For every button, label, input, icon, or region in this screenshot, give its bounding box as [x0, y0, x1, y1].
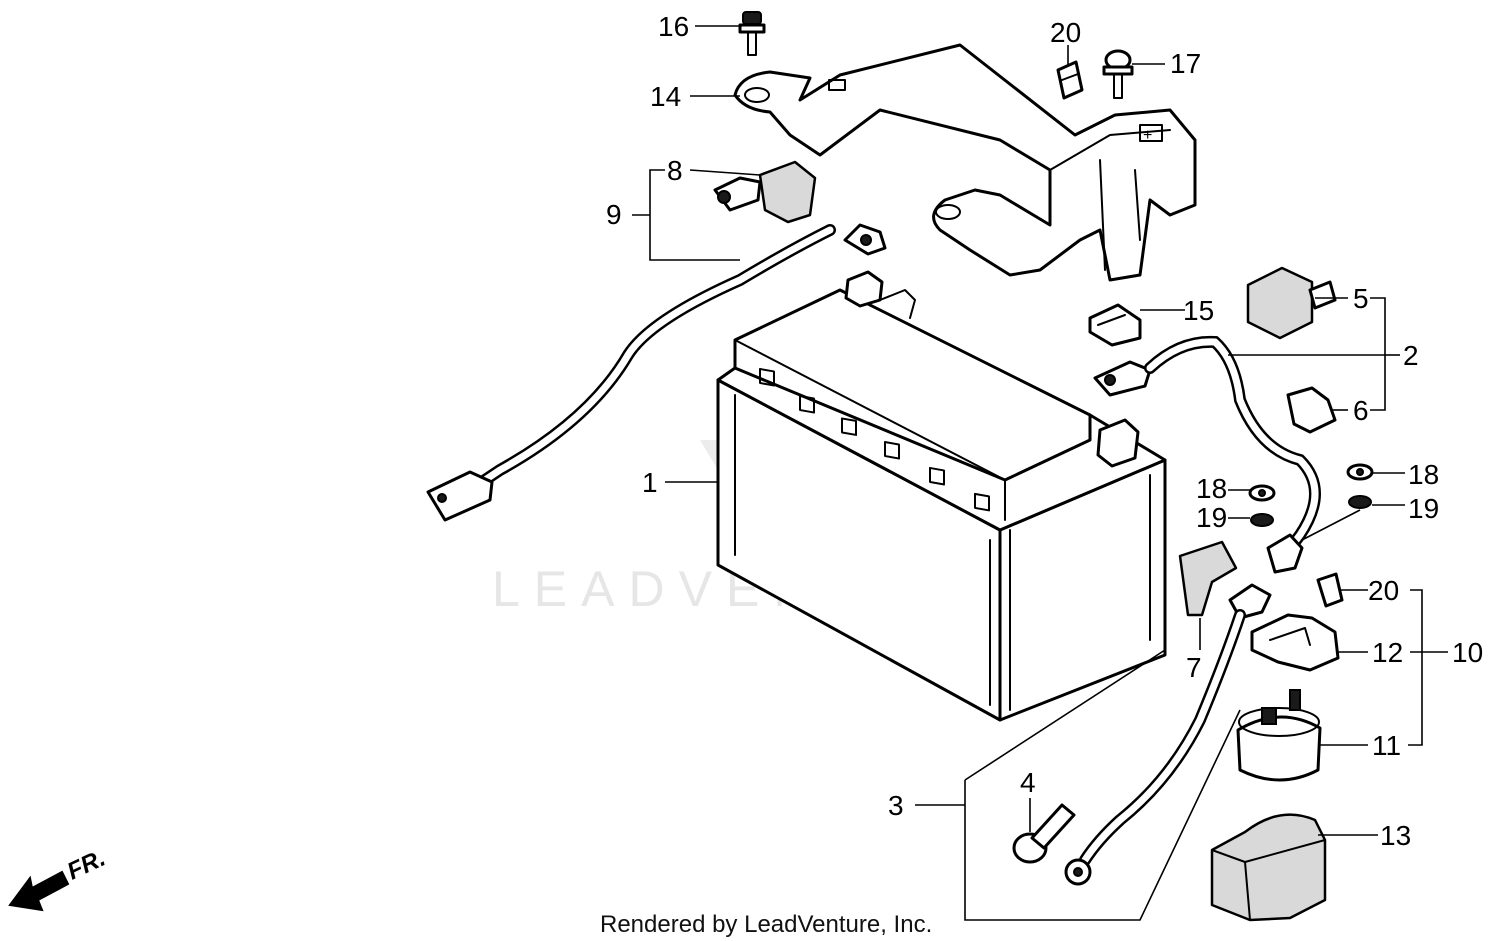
part-16-bolt[interactable]	[738, 11, 766, 56]
callout-2: 2	[1403, 340, 1419, 371]
callout-11: 11	[1372, 730, 1401, 761]
callout-1: 1	[642, 467, 658, 498]
callout-18-left: 18	[1196, 473, 1227, 504]
callout-3: 3	[888, 790, 904, 821]
part-8-terminal-cover[interactable]	[713, 160, 817, 224]
part-12-relay[interactable]	[1250, 613, 1340, 672]
callout-labels: 16 14 20 17 8 9 1 15 5 2 6 18 18 19 19 2…	[606, 11, 1483, 851]
callout-4: 4	[1020, 767, 1036, 798]
front-direction-arrow: FR.	[8, 845, 110, 912]
part-1-battery[interactable]	[716, 270, 1167, 722]
part-9-negative-cable[interactable]	[426, 223, 887, 522]
part-13-relay-cover[interactable]	[1210, 813, 1327, 922]
part-18-nut-right[interactable]	[1346, 463, 1374, 481]
part-14-battery-holder[interactable]: +	[733, 43, 1197, 282]
footer-credit: Rendered by LeadVenture, Inc.	[600, 911, 932, 938]
callout-7: 7	[1186, 652, 1202, 683]
leader-lines	[632, 25, 1448, 921]
part-5-terminal-cover[interactable]	[1246, 266, 1337, 340]
callout-19-left: 19	[1196, 502, 1227, 533]
part-11-starter-relay[interactable]	[1236, 689, 1322, 782]
front-label: FR.	[63, 845, 109, 886]
callout-20-top: 20	[1050, 17, 1081, 48]
callout-10: 10	[1452, 637, 1483, 668]
callout-17: 17	[1170, 48, 1201, 79]
callout-5: 5	[1353, 283, 1369, 314]
part-4-bolt[interactable]	[1012, 803, 1076, 864]
callout-18-right: 18	[1408, 459, 1439, 490]
part-19-washer-left[interactable]	[1250, 513, 1274, 527]
callout-20-right: 20	[1368, 575, 1399, 606]
callout-6: 6	[1353, 395, 1369, 426]
part-7-cover[interactable]	[1178, 540, 1238, 617]
callout-15: 15	[1183, 295, 1214, 326]
callout-13: 13	[1380, 820, 1411, 851]
part-3-ground-cable[interactable]	[1064, 583, 1272, 886]
part-6-terminal-cover[interactable]	[1286, 386, 1337, 434]
part-17-bolt[interactable]	[1102, 49, 1134, 99]
callout-19-right: 19	[1408, 493, 1439, 524]
part-20-clip-right[interactable]	[1316, 572, 1344, 608]
plus-symbol: +	[1143, 127, 1152, 144]
callout-9: 9	[606, 199, 622, 230]
part-19-washer-right[interactable]	[1348, 495, 1372, 509]
callout-14: 14	[650, 81, 681, 112]
part-15-clip[interactable]	[1088, 303, 1142, 347]
callout-16: 16	[658, 11, 689, 42]
callout-8: 8	[667, 155, 683, 186]
part-2-positive-cable[interactable]	[1093, 335, 1321, 574]
callout-12: 12	[1372, 637, 1403, 668]
part-20-clip-top[interactable]	[1056, 60, 1084, 100]
part-18-nut-left[interactable]	[1248, 484, 1276, 502]
